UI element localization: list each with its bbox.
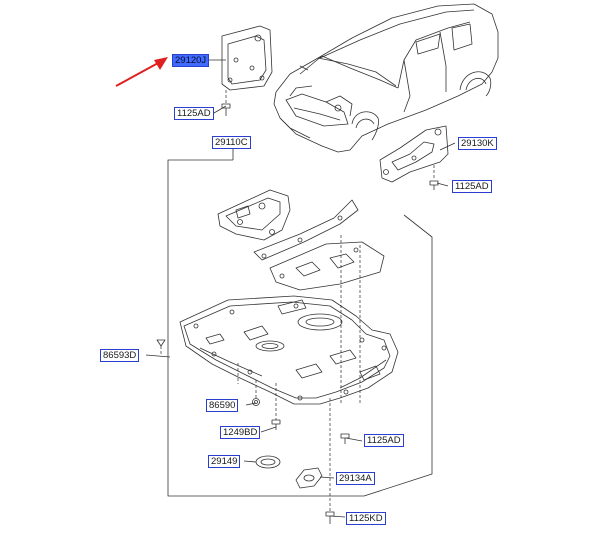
clip-86593D-drawing — [156, 339, 166, 347]
bolt-1125KD-drawing — [325, 511, 335, 524]
label-1125AD-top[interactable]: 1125AD — [174, 107, 214, 120]
label-1125AD-mid[interactable]: 1125AD — [364, 434, 404, 447]
bracket-29130K-drawing — [379, 125, 449, 183]
upper-shield-drawing — [217, 189, 291, 241]
bolt-mid-drawing — [340, 433, 350, 444]
bolt-1249BD-drawing — [271, 419, 281, 430]
leader-1249BD — [260, 426, 277, 433]
label-29110C[interactable]: 29110C — [212, 136, 251, 149]
leader-29134A — [319, 476, 335, 479]
cap-29149-drawing — [255, 455, 281, 469]
cover-29120J-drawing — [221, 25, 273, 91]
label-29134A[interactable]: 29134A — [336, 472, 375, 485]
bolt-right-drawing — [429, 180, 439, 190]
leader-86590 — [245, 402, 257, 406]
label-86590[interactable]: 86590 — [206, 399, 239, 412]
middle-plate-drawing — [269, 241, 385, 291]
label-29130K[interactable]: 29130K — [458, 137, 497, 150]
red-pointer-arrow — [115, 57, 168, 87]
label-86593D[interactable]: 86593D — [100, 349, 140, 362]
bolt-top-drawing — [221, 103, 231, 116]
cover-29134A-drawing — [295, 467, 323, 489]
leader-1125AD-mid — [345, 437, 363, 442]
label-1125AD-right[interactable]: 1125AD — [452, 180, 492, 193]
nut-86590-drawing — [252, 398, 260, 406]
main-undercover-drawing — [179, 295, 399, 405]
leader-1125AD-top — [213, 105, 227, 114]
label-1125KD[interactable]: 1125KD — [346, 512, 386, 525]
assembly-frame — [167, 159, 433, 497]
label-1249BD[interactable]: 1249BD — [220, 426, 261, 439]
leader-29149 — [243, 460, 257, 463]
rail-drawing — [253, 199, 359, 261]
vehicle-illustration — [273, 3, 499, 153]
label-29120J[interactable]: 29120J — [172, 54, 210, 67]
leader-1125AD-right — [436, 182, 449, 187]
label-29149[interactable]: 29149 — [208, 455, 241, 468]
leader-86593D — [145, 354, 171, 358]
